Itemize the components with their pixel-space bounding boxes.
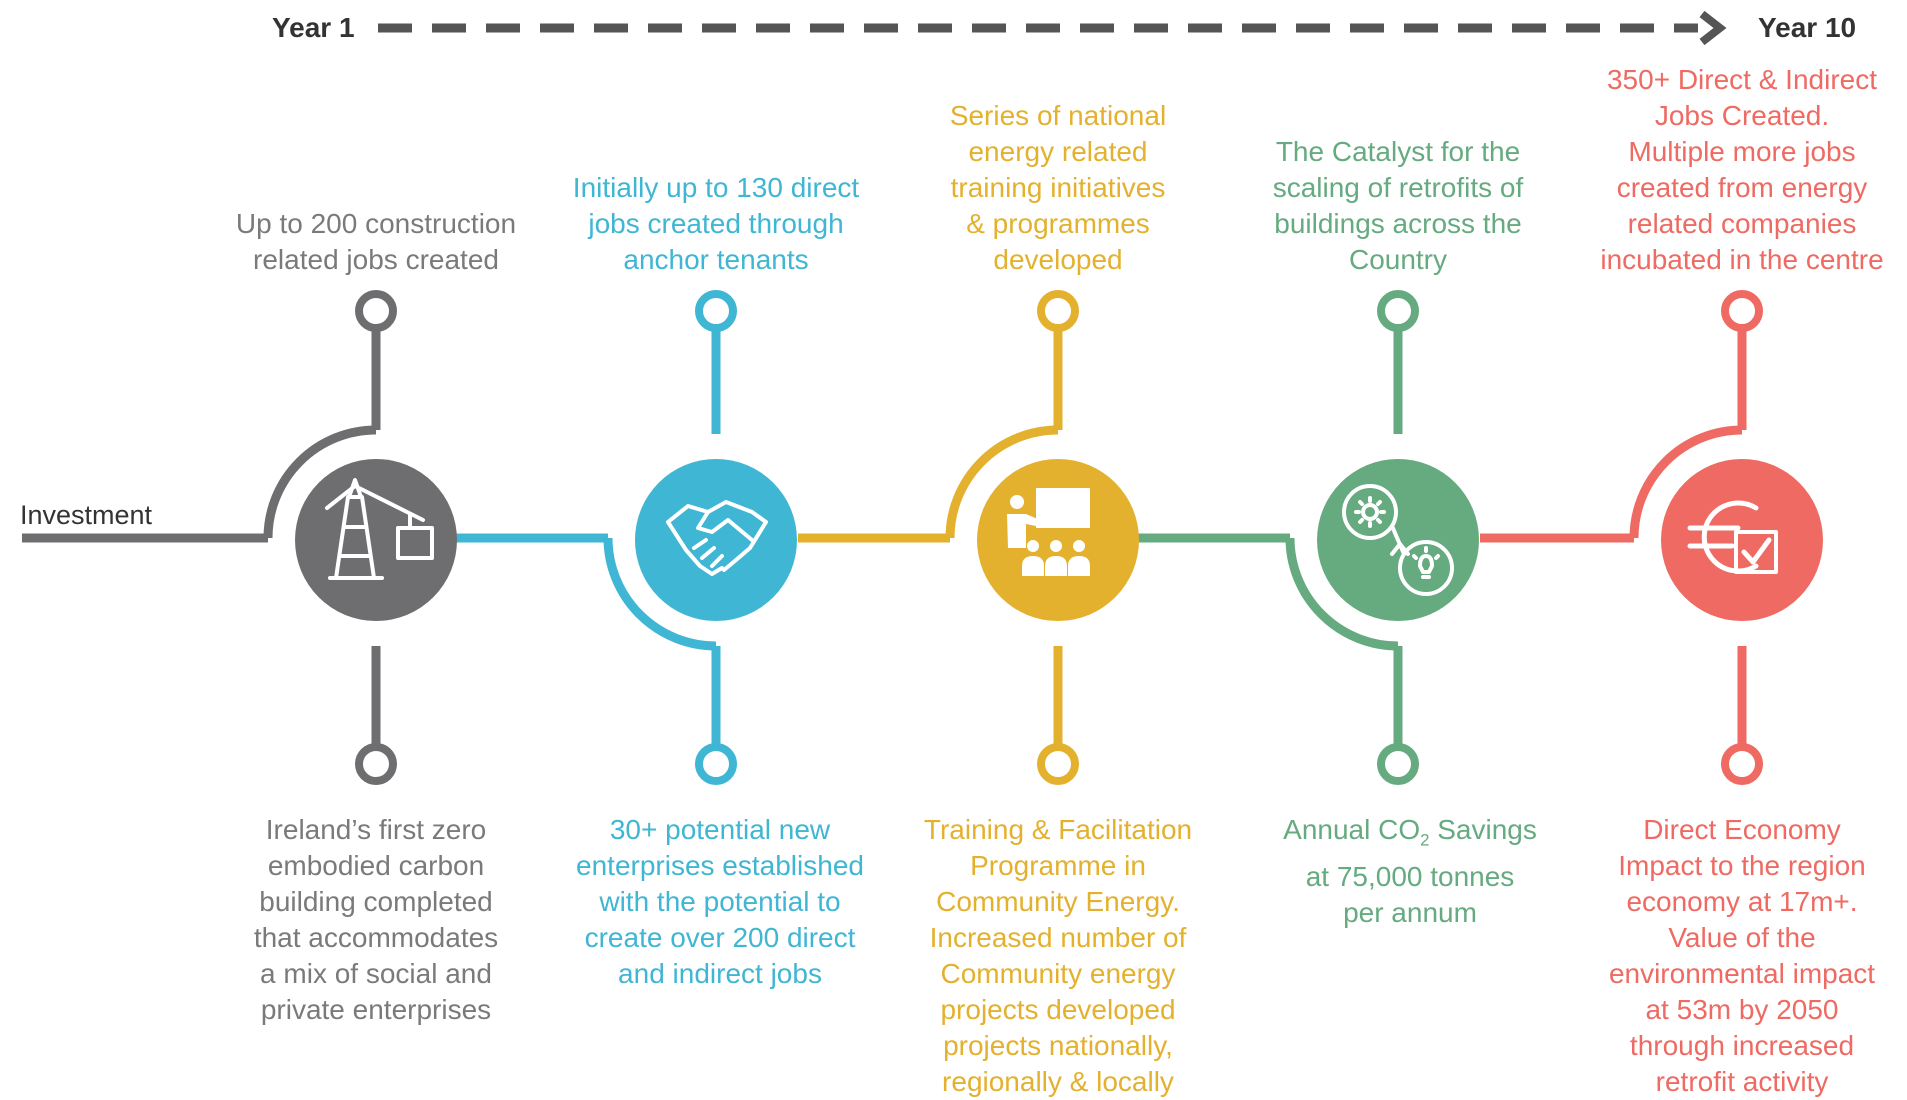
stage-4-top-text: The Catalyst for the scaling of retrofit… (1272, 136, 1524, 275)
crane-icon (325, 478, 434, 580)
stage-3-bottom-text: Training & Facilitation Programme in Com… (923, 814, 1193, 1097)
stage-4-arc (1285, 537, 1399, 651)
co2-label-pre: Annual CO (1283, 814, 1421, 845)
stage-4-top-node (1377, 290, 1419, 332)
stage-5-circle (1661, 459, 1823, 621)
stage-5-economy (1629, 290, 1823, 785)
stage-5-bottom-node (1721, 743, 1763, 785)
investment-label: Investment (20, 500, 153, 530)
stage-2-bottom-node (695, 743, 737, 785)
energy-cycle-icon (1342, 484, 1454, 596)
stage-1-top-text: Up to 200 construction related jobs crea… (235, 208, 517, 275)
presentation-icon (1007, 488, 1090, 576)
stage-5-bottom-text: Direct Economy Impact to the region econ… (1608, 814, 1876, 1097)
stage-4-bottom-node (1377, 743, 1419, 785)
stage-2-arc (603, 537, 717, 651)
stage-2-top-text: Initially up to 130 direct jobs created … (572, 172, 860, 275)
stage-1-arc (263, 425, 377, 539)
stage-2-anchor-tenants (603, 290, 797, 785)
stage-5-top-node (1721, 290, 1763, 332)
timeline-start-label: Year 1 (272, 12, 355, 43)
timeline-arrow-icon (1699, 10, 1727, 46)
stage-5-arc (1629, 425, 1743, 539)
stage-3-training (945, 290, 1139, 785)
stage-2-circle (635, 459, 797, 621)
timeline-end-label: Year 10 (1758, 12, 1857, 43)
stage-4-retrofit (1285, 290, 1479, 785)
stage-2-bottom-text: 30+ potential new enterprises establishe… (576, 814, 864, 989)
stage-4-bottom-text: Annual CO2 Savings at 75,000 tonnes per … (1250, 812, 1570, 931)
handshake-icon (666, 500, 768, 576)
stage-3-bottom-node (1037, 743, 1079, 785)
stage-1-construction (263, 290, 457, 785)
stage-1-bottom-node (355, 743, 397, 785)
stage-3-arc (945, 425, 1059, 539)
euro-check-icon (1687, 500, 1778, 574)
stage-1-top-node (355, 290, 397, 332)
stage-1-bottom-text: Ireland’s first zero embodied carbon bui… (253, 814, 499, 1025)
stage-3-top-node (1037, 290, 1079, 332)
stage-3-top-text: Series of national energy related traini… (949, 100, 1167, 275)
stage-5-top-text: 350+ Direct & Indirect Jobs Created. Mul… (1600, 64, 1884, 275)
stage-2-top-node (695, 290, 737, 332)
co2-label-subscript: 2 (1420, 830, 1430, 850)
stage-3-circle (977, 459, 1139, 621)
co2-label-post: Savings at 75,000 tonnes per annum (1305, 814, 1537, 928)
